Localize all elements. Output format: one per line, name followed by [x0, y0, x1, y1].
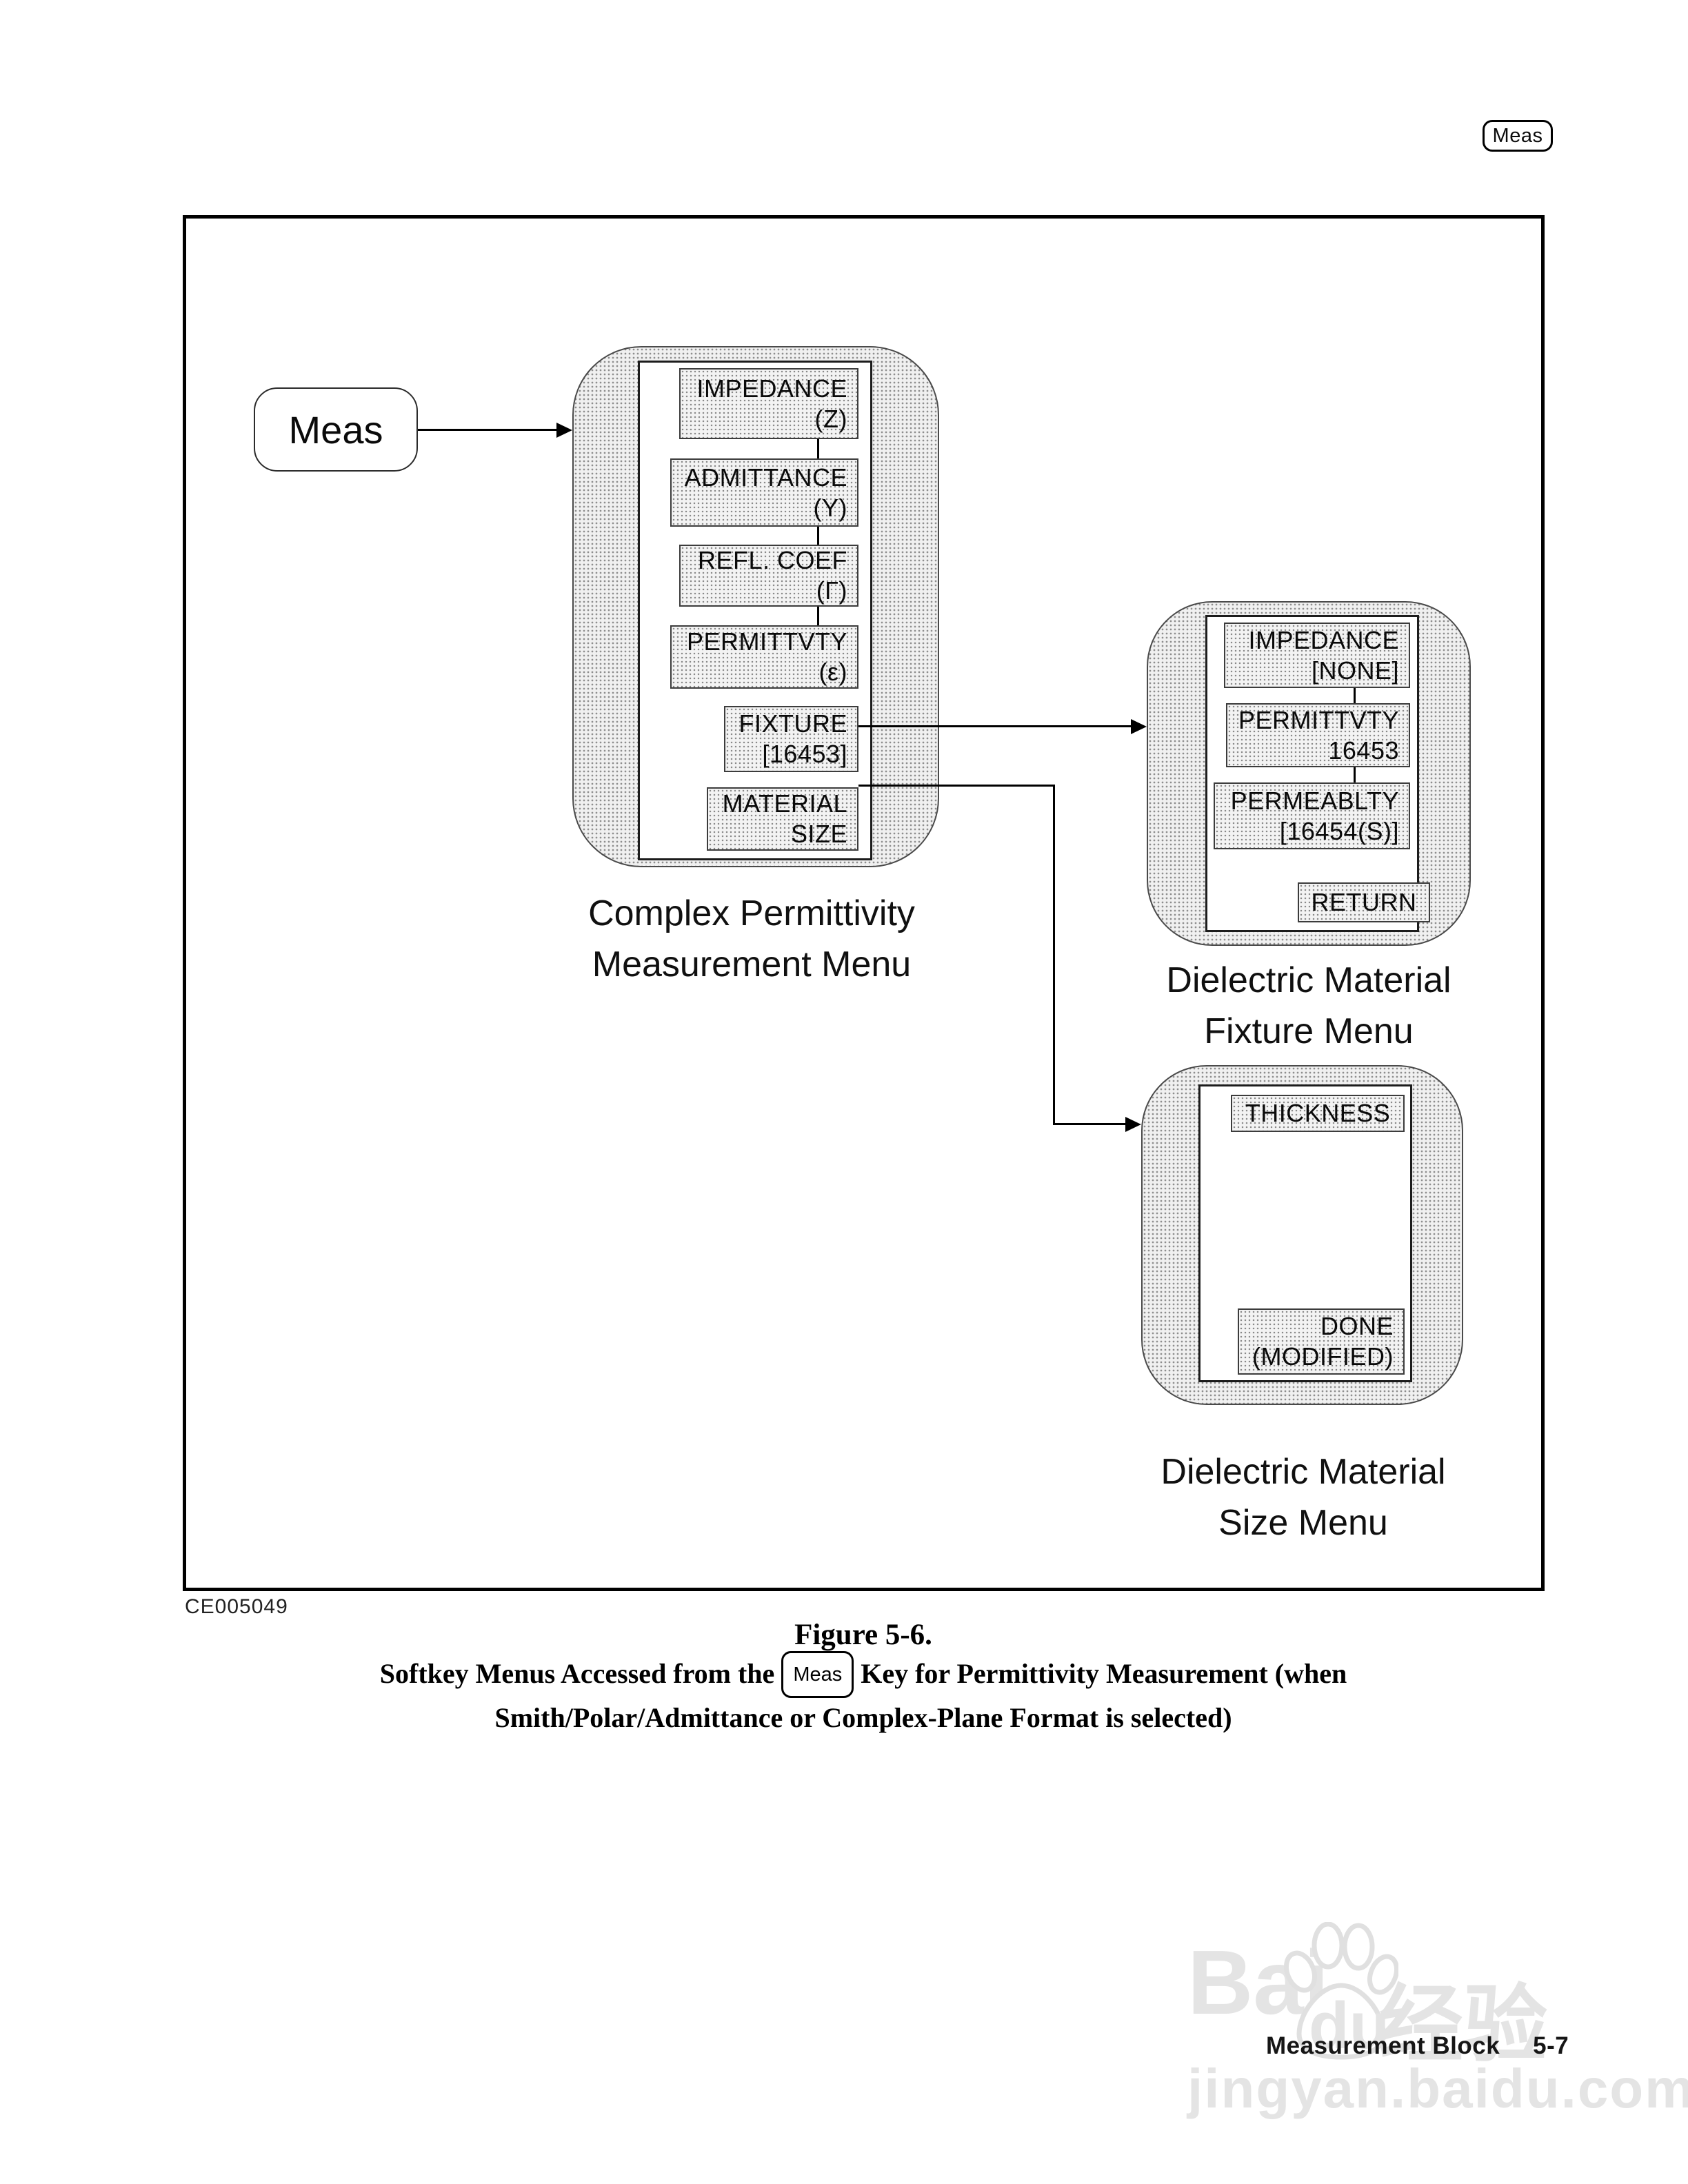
menu3-caption-line1: Dielectric Material: [1160, 1452, 1446, 1492]
softkey-line: PERMEABLTY: [1230, 786, 1399, 815]
softkey-permeablty: PERMEABLTY [16454(S)]: [1214, 782, 1410, 849]
softkey-fixture: FIXTURE [16453]: [724, 706, 858, 772]
menu1-connector-2: [817, 527, 819, 545]
watermark-url: jingyan.baidu.com: [1187, 2058, 1688, 2119]
softkey-admittance-y: ADMITTANCE (Y): [670, 458, 858, 527]
softkey-line: PERMITTVTY: [686, 627, 847, 656]
softkey-line: REFL. COEF: [697, 546, 847, 574]
softkey-impedance-none: IMPEDANCE [NONE]: [1224, 623, 1410, 688]
softkey-line: (Γ): [816, 576, 847, 605]
menu2-connector-2: [1354, 767, 1356, 782]
caption-meas-keycap-label: Meas: [793, 1664, 843, 1686]
menu2-caption-line1: Dielectric Material: [1166, 960, 1451, 1000]
softkey-line: FIXTURE: [738, 709, 847, 738]
figure-caption-line2-before: Softkey Menus Accessed from the: [379, 1658, 775, 1690]
softkey-line: [NONE]: [1311, 656, 1399, 685]
softkey-line: (Z): [814, 404, 847, 433]
softkey-line: MATERIAL: [722, 789, 847, 818]
figure-caption-line3: Smith/Polar/Admittance or Complex-Plane …: [494, 1702, 1232, 1733]
page-corner-meas-key: Meas: [1483, 120, 1553, 152]
diagram-meas-key: Meas: [254, 387, 418, 472]
softkey-line: [16453]: [762, 740, 847, 768]
softkey-line: (ε): [818, 658, 847, 686]
softkey-line: 16453: [1328, 736, 1399, 765]
page-corner-meas-key-label: Meas: [1492, 124, 1543, 147]
softkey-line: DONE: [1320, 1312, 1394, 1340]
softkey-line: [16454(S)]: [1279, 816, 1399, 845]
menu1-caption-line1: Complex Permittivity: [588, 893, 915, 933]
menu3-caption: Dielectric Material Size Menu: [1124, 1446, 1483, 1548]
softkey-impedance-z: IMPEDANCE (Z): [679, 368, 858, 439]
arrow-fixture-to-menu2-line: [858, 725, 1133, 727]
arrow-fixture-to-menu2-head: [1131, 719, 1147, 734]
arrow-meas-to-menu1-head: [556, 423, 572, 438]
menu3-caption-line2: Size Menu: [1218, 1503, 1388, 1543]
softkey-line: IMPEDANCE: [1248, 625, 1399, 654]
diagram-meas-key-label: Meas: [288, 407, 383, 452]
softkey-material-size: MATERIAL SIZE: [707, 787, 858, 851]
footer-page-number: 5-7: [1533, 2032, 1569, 2059]
menu1-panel: [638, 361, 872, 860]
softkey-thickness: THICKNESS: [1231, 1095, 1405, 1132]
figure-caption-title: Figure 5-6.: [794, 1619, 932, 1651]
figure-caption-line2: Softkey Menus Accessed from the Meas Key f…: [163, 1651, 1563, 1700]
watermark-du-text: du: [1309, 1989, 1390, 2063]
softkey-return: RETURN: [1298, 882, 1430, 922]
menu2-connector-1: [1354, 688, 1356, 703]
page-footer: Measurement Block 5-7: [1266, 2032, 1569, 2060]
softkey-refl-coef: REFL. COEF (Γ): [679, 545, 858, 607]
caption-meas-keycap: Meas: [781, 1651, 854, 1698]
watermark-jingyan-cjk: 经验: [1379, 1976, 1547, 2074]
figure-caption: Figure 5-6. Softkey Menus Accessed from …: [163, 1617, 1563, 1736]
arrow-meas-to-menu1-line: [418, 429, 559, 431]
figure-code: CE005049: [185, 1595, 288, 1618]
arrow-size-to-menu3-line-b: [1053, 785, 1055, 1125]
softkey-done-modified: DONE (MODIFIED): [1238, 1308, 1405, 1375]
footer-section-title: Measurement Block: [1266, 2032, 1500, 2059]
menu1-connector-1: [817, 439, 819, 458]
softkey-permittvty-16453: PERMITTVTY 16453: [1226, 703, 1410, 767]
arrow-size-to-menu3-head: [1125, 1117, 1141, 1132]
softkey-line: SIZE: [790, 820, 847, 848]
softkey-line: RETURN: [1311, 888, 1417, 916]
softkey-line: ADMITTANCE: [684, 463, 847, 492]
softkey-line: (MODIFIED): [1252, 1342, 1394, 1371]
arrow-size-to-menu3-line-a: [858, 785, 1055, 787]
softkey-line: (Y): [813, 493, 847, 522]
softkey-line: PERMITTVTY: [1238, 705, 1399, 734]
softkey-line: IMPEDANCE: [696, 374, 847, 403]
menu1-caption-line2: Measurement Menu: [592, 944, 912, 984]
softkey-line: THICKNESS: [1245, 1099, 1391, 1127]
softkey-permittvty: PERMITTVTY (ε): [670, 625, 858, 689]
figure-caption-line2-after: Key for Permittivity Measurement (when: [861, 1658, 1347, 1690]
menu1-caption: Complex Permittivity Measurement Menu: [559, 888, 945, 990]
arrow-size-to-menu3-line-c: [1053, 1123, 1127, 1125]
menu1-connector-3: [817, 607, 819, 625]
menu2-caption: Dielectric Material Fixture Menu: [1129, 955, 1488, 1057]
menu2-caption-line2: Fixture Menu: [1204, 1011, 1414, 1051]
baidu-paw-icon: [1283, 1922, 1398, 2060]
